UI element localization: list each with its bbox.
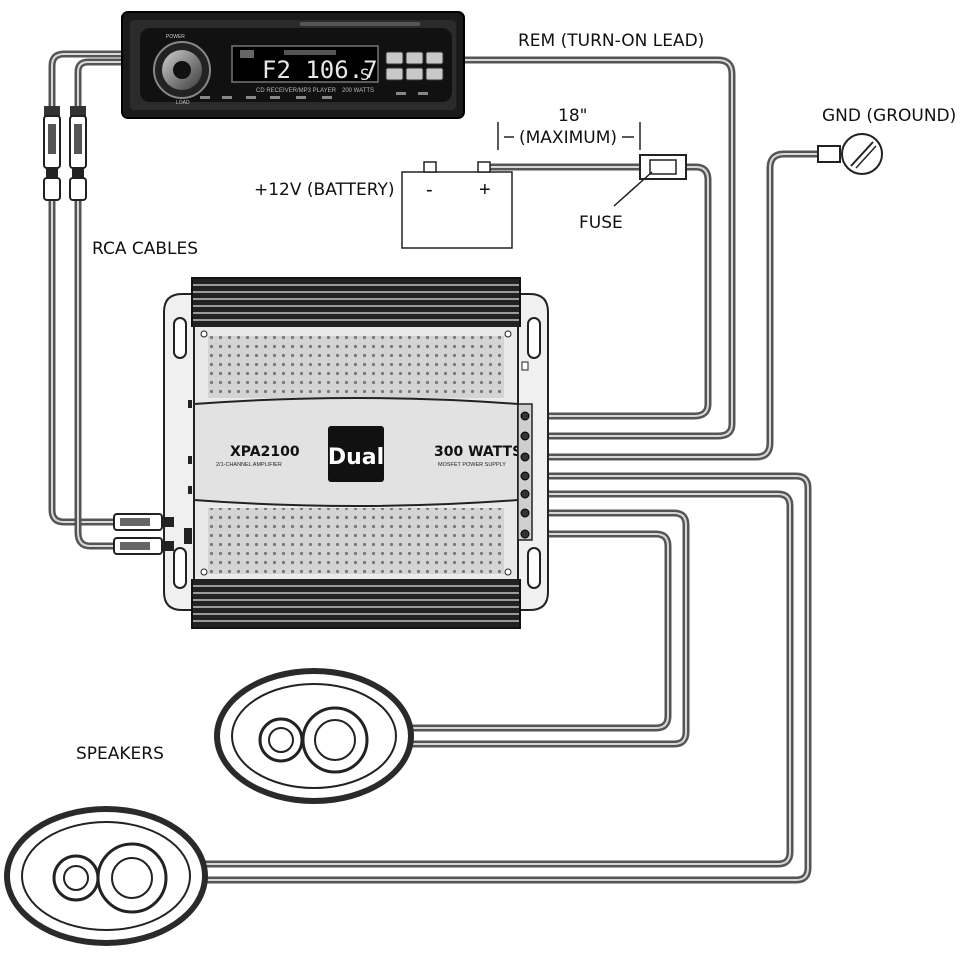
battery-pos-label: + — [479, 179, 491, 201]
load-button-label: LOAD — [176, 100, 190, 106]
ground-wire — [526, 150, 830, 461]
fuse-label: FUSE — [579, 213, 623, 233]
display-small-text: S — [360, 65, 370, 84]
amp-power: 300 WATTS — [434, 444, 522, 460]
amp-logo — [328, 426, 384, 482]
speaker-wire-small — [402, 509, 690, 748]
rem-label: REM (TURN-ON LEAD) — [518, 31, 704, 51]
display-text: F2 106.7 — [262, 56, 378, 84]
length-marker — [497, 122, 641, 150]
terminal-screws — [520, 411, 530, 539]
rca-label: RCA CABLES — [92, 239, 198, 259]
maximum-label: (MAXIMUM) — [519, 128, 617, 148]
speaker-small — [214, 668, 414, 804]
amp-model: XPA2100 — [230, 444, 300, 460]
power-button-label: POWER — [166, 34, 185, 40]
ground-symbol — [817, 133, 883, 175]
speakers-label: SPEAKERS — [76, 744, 164, 764]
fuse — [613, 154, 687, 207]
battery: - + — [401, 161, 513, 249]
power-wire — [484, 163, 712, 420]
amplifier: Dual XPA2100 2/1-CHANNEL AMPLIFIER 300 W… — [163, 277, 549, 629]
amp-brand: Dual — [328, 445, 384, 470]
length-label: 18" — [558, 106, 587, 126]
gnd-label: GND (GROUND) — [822, 106, 956, 126]
battery-neg-label: - — [426, 179, 433, 201]
rem-wire — [458, 56, 736, 440]
headunit-watts: 200 WATTS — [342, 88, 374, 94]
preset-buttons — [385, 51, 444, 81]
amp-model-sub: 2/1-CHANNEL AMPLIFIER — [216, 462, 282, 468]
head-unit: F2 106.7 S CD RECEIVER/MP3 PLAYER 200 WA… — [121, 11, 465, 119]
rca-plugs-top — [43, 106, 87, 201]
battery-label: +12V (BATTERY) — [254, 180, 394, 200]
rca-cable-right — [74, 58, 134, 550]
wires — [48, 50, 830, 884]
speaker-wire-large — [192, 472, 812, 884]
headunit-subtitle: CD RECEIVER/MP3 PLAYER — [256, 88, 337, 94]
amp-power-sub: MOSFET POWER SUPPLY — [438, 462, 506, 468]
rca-cable-left — [48, 50, 134, 526]
rca-plugs-amp — [113, 513, 174, 555]
speaker-large — [4, 806, 208, 946]
